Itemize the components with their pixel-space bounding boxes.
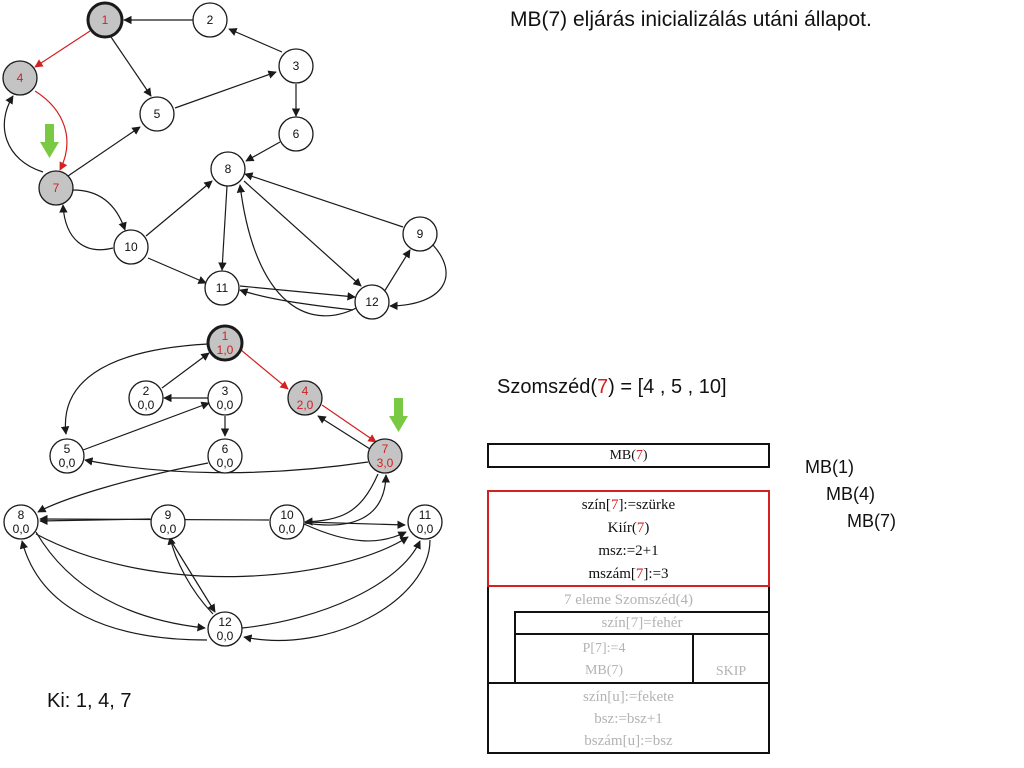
svg-text:1: 1	[102, 13, 109, 27]
slide-title: MB(7) eljárás inicializálás utáni állapo…	[510, 8, 872, 31]
svg-text:2: 2	[207, 13, 214, 27]
svg-text:1,0: 1,0	[217, 343, 234, 357]
edges-top	[3, 15, 447, 317]
svg-text:12: 12	[218, 615, 232, 629]
svg-text:4: 4	[17, 71, 24, 85]
svg-text:0,0: 0,0	[160, 522, 177, 536]
graph-node-3: 30,0	[207, 380, 243, 416]
finish-line: bsz:=bsz+1	[594, 711, 663, 727]
finish-block: szín[u]:=fekete bsz:=bsz+1 bszám[u]:=bsz	[487, 682, 770, 754]
loop-header: 7 eleme Szomszéd(4)	[563, 592, 694, 608]
init-line: msz:=2+1	[598, 543, 659, 559]
svg-text:10: 10	[280, 508, 294, 522]
svg-text:8: 8	[18, 508, 25, 522]
graph-node-7: 7	[38, 170, 74, 206]
svg-text:6: 6	[293, 127, 300, 141]
neighbors-node: 7	[597, 376, 609, 398]
svg-text:10: 10	[124, 240, 138, 254]
svg-text:3: 3	[293, 59, 300, 73]
svg-text:9: 9	[417, 227, 424, 241]
svg-text:11: 11	[216, 281, 229, 295]
current-node-arrow	[40, 124, 59, 158]
graph-node-11: 11	[204, 270, 240, 306]
svg-text:3,0: 3,0	[377, 456, 394, 470]
graph-node-10: 100,0	[269, 504, 305, 540]
svg-text:0,0: 0,0	[217, 398, 234, 412]
svg-text:0,0: 0,0	[13, 522, 30, 536]
init-line: Kiír(7)	[607, 520, 650, 536]
svg-text:0,0: 0,0	[59, 456, 76, 470]
nodes-top: 1 2 3 4 5 6 7 8 9 10 11 12	[2, 1, 438, 320]
svg-text:0,0: 0,0	[217, 456, 234, 470]
graph-node-6: 6	[278, 116, 314, 152]
graph-node-12: 120,0	[207, 611, 243, 647]
svg-text:0,0: 0,0	[417, 522, 434, 536]
finish-line: szín[u]:=fekete	[583, 689, 674, 705]
call-stack-item: MB(4)	[826, 484, 875, 504]
nodes-bottom: 11,0 20,0 30,0 42,0 50,0 60,0 73,0 80,0 …	[3, 324, 443, 647]
condition-box: szín[7]=fehér	[514, 611, 770, 635]
svg-text:4: 4	[302, 384, 309, 398]
then-line: MB(7)	[584, 663, 624, 678]
procedure-header: MB(7)	[487, 443, 770, 468]
graph-node-5: 50,0	[49, 438, 85, 474]
edges-bottom	[19, 343, 431, 643]
svg-text:11: 11	[419, 508, 432, 522]
graph-node-5: 5	[139, 96, 175, 132]
svg-text:5: 5	[154, 107, 161, 121]
init-line: mszám[7]:=3	[588, 566, 669, 582]
graph-node-7: 73,0	[367, 438, 403, 474]
svg-text:0,0: 0,0	[217, 629, 234, 643]
graph-node-12: 12	[354, 284, 390, 320]
graph-node-10: 10	[113, 229, 149, 265]
graph-node-1: 1	[86, 1, 124, 39]
branch-then: P[7]:=4 MB(7)	[514, 633, 694, 684]
call-stack-item: MB(7)	[847, 511, 896, 531]
neighbors-label: Szomszéd(7) = [4 , 5 , 10]	[497, 376, 727, 398]
graph-node-3: 3	[278, 48, 314, 84]
svg-text:9: 9	[165, 508, 172, 522]
branch-else: SKIP	[692, 633, 770, 684]
svg-text:1: 1	[222, 329, 229, 343]
svg-text:7: 7	[53, 181, 60, 195]
init-line: szín[7]:=szürke	[581, 497, 676, 513]
graph-bottom: 11,0 20,0 30,0 42,0 50,0 60,0 73,0 80,0 …	[3, 324, 443, 647]
graph-node-9: 90,0	[150, 504, 186, 540]
then-line: P[7]:=4	[582, 641, 626, 656]
svg-text:2,0: 2,0	[297, 398, 314, 412]
svg-text:3: 3	[222, 384, 229, 398]
svg-text:6: 6	[222, 442, 229, 456]
graph-node-4: 4	[2, 60, 38, 96]
call-stack-item: MB(1)	[805, 457, 854, 477]
svg-text:7: 7	[382, 442, 389, 456]
init-block: szín[7]:=szürke Kiír(7) msz:=2+1 mszám[7…	[487, 490, 770, 587]
svg-text:0,0: 0,0	[279, 522, 296, 536]
graph-node-9: 9	[402, 216, 438, 252]
output-line: Ki: 1, 4, 7	[47, 690, 132, 712]
graph-node-1: 11,0	[206, 324, 244, 362]
graph-node-2: 2	[192, 2, 228, 38]
graph-node-4: 42,0	[287, 380, 323, 416]
svg-text:5: 5	[64, 442, 71, 456]
svg-text:2: 2	[143, 384, 150, 398]
current-node-arrow	[389, 398, 408, 432]
graph-top: 1 2 3 4 5 6 7 8 9 10 11 12	[2, 1, 447, 320]
graph-node-8: 80,0	[3, 504, 39, 540]
finish-line: bszám[u]:=bsz	[584, 733, 673, 749]
graph-node-6: 60,0	[207, 438, 243, 474]
svg-text:12: 12	[365, 295, 379, 309]
svg-text:8: 8	[225, 162, 232, 176]
graph-node-8: 8	[210, 151, 246, 187]
graph-node-11: 110,0	[407, 504, 443, 540]
graph-node-2: 20,0	[128, 380, 164, 416]
svg-text:0,0: 0,0	[138, 398, 155, 412]
